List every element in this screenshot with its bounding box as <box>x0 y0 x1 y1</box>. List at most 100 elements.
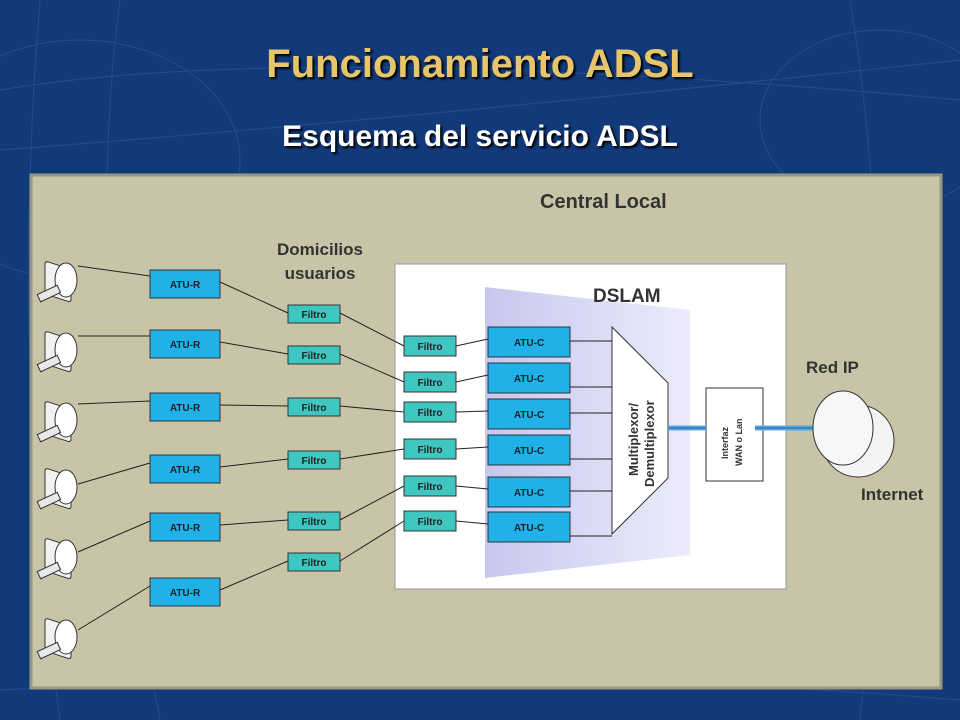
wire <box>339 448 405 460</box>
filtro-box-label: Filtro <box>302 310 327 321</box>
page-title: Funcionamiento ADSL <box>266 42 694 86</box>
atu-c-box-label: ATU-C <box>514 446 544 457</box>
filtro-dslam-box-label: Filtro <box>418 342 443 353</box>
monitor-screen <box>54 619 78 655</box>
monitor-screen <box>54 262 78 298</box>
wire <box>455 446 489 450</box>
atu-c-box-label: ATU-C <box>514 488 544 499</box>
atu-r-box-label: ATU-R <box>170 465 201 476</box>
keyboard <box>36 561 62 580</box>
filtro-box-label: Filtro <box>302 558 327 569</box>
filtro-box-label: Filtro <box>302 403 327 414</box>
atu-r-box-label: ATU-R <box>170 523 201 534</box>
monitor-screen <box>54 402 78 438</box>
monitor-screen <box>54 469 78 505</box>
filtro-dslam-box <box>403 510 457 532</box>
domicilios-label-2: usuarios <box>285 264 356 283</box>
wire <box>219 519 289 526</box>
boxes-group: ATU-RATU-RATU-RATU-RATU-RATU-RFiltroFilt… <box>149 269 571 607</box>
atu-r-box-label: ATU-R <box>170 403 201 414</box>
filtro-dslam-box-label: Filtro <box>418 408 443 419</box>
wire <box>339 520 405 562</box>
internet-label: Internet <box>861 485 924 504</box>
interfaz-box <box>705 387 764 482</box>
interfaz-label-1: Interfaz <box>720 426 730 459</box>
atu-c-box <box>487 326 571 358</box>
filtro-box <box>287 304 341 324</box>
wire <box>455 338 489 347</box>
filtro-box <box>287 345 341 365</box>
computer-icon <box>36 331 78 373</box>
atu-c-box-label: ATU-C <box>514 338 544 349</box>
wire <box>455 410 489 413</box>
wire <box>77 265 151 277</box>
wire <box>219 281 289 314</box>
keyboard <box>36 424 62 443</box>
filtro-dslam-box <box>403 401 457 423</box>
wire <box>219 404 289 407</box>
keyboard <box>36 354 62 373</box>
filtro-dslam-box-label: Filtro <box>418 482 443 493</box>
filtro-dslam-box-label: Filtro <box>418 378 443 389</box>
atu-r-box-label: ATU-R <box>170 588 201 599</box>
filtro-box <box>287 450 341 470</box>
domicilios-label-1: Domicilios <box>277 240 363 259</box>
monitor-screen <box>54 539 78 575</box>
wire <box>77 585 151 631</box>
mux-label-2: Demultiplexor <box>642 400 657 487</box>
wire <box>339 353 405 383</box>
wire <box>455 374 489 383</box>
wire <box>219 341 289 355</box>
interfaz-label-2: WAN o Lan <box>734 419 744 467</box>
internet-cloud-front <box>812 390 874 466</box>
wire <box>219 560 289 591</box>
central-local-label: Central Local <box>540 191 667 213</box>
keyboard <box>36 284 62 303</box>
atu-r-box <box>149 269 221 299</box>
atu-r-box-label: ATU-R <box>170 340 201 351</box>
atu-c-box <box>487 511 571 543</box>
atu-r-box <box>149 512 221 542</box>
atu-c-box <box>487 398 571 430</box>
atu-r-box <box>149 392 221 422</box>
wire <box>455 485 489 490</box>
wire <box>339 405 405 413</box>
filtro-dslam-box-label: Filtro <box>418 445 443 456</box>
filtro-box <box>287 397 341 417</box>
page-subtitle: Esquema del servicio ADSL <box>282 120 678 153</box>
filtro-dslam-box <box>403 371 457 393</box>
filtro-box <box>287 511 341 531</box>
computers-group <box>36 261 78 660</box>
atu-c-box <box>487 434 571 466</box>
keyboard <box>36 491 62 510</box>
filtro-dslam-box <box>403 438 457 460</box>
atu-c-box <box>487 362 571 394</box>
dslam-label: DSLAM <box>593 286 661 307</box>
atu-c-box-label: ATU-C <box>514 410 544 421</box>
computer-icon <box>36 618 78 660</box>
filtro-dslam-box-label: Filtro <box>418 517 443 528</box>
atu-r-box <box>149 329 221 359</box>
filtro-box-label: Filtro <box>302 456 327 467</box>
red-ip-label: Red IP <box>806 358 859 377</box>
filtro-box-label: Filtro <box>302 517 327 528</box>
atu-r-box <box>149 454 221 484</box>
computer-icon <box>36 261 78 303</box>
filtro-box <box>287 552 341 572</box>
filtro-dslam-box <box>403 475 457 497</box>
keyboard <box>36 641 62 660</box>
computer-icon <box>36 401 78 443</box>
multiplexor-block <box>611 325 669 536</box>
filtro-box-label: Filtro <box>302 351 327 362</box>
wire <box>455 520 489 525</box>
computer-icon <box>36 468 78 510</box>
wires-group <box>77 265 612 631</box>
wire <box>77 400 151 405</box>
wire <box>219 458 289 468</box>
wire <box>77 520 151 553</box>
wire <box>77 462 151 485</box>
mux-label-1: Multiplexor/ <box>626 403 641 476</box>
wire <box>339 312 405 347</box>
computer-icon <box>36 538 78 580</box>
